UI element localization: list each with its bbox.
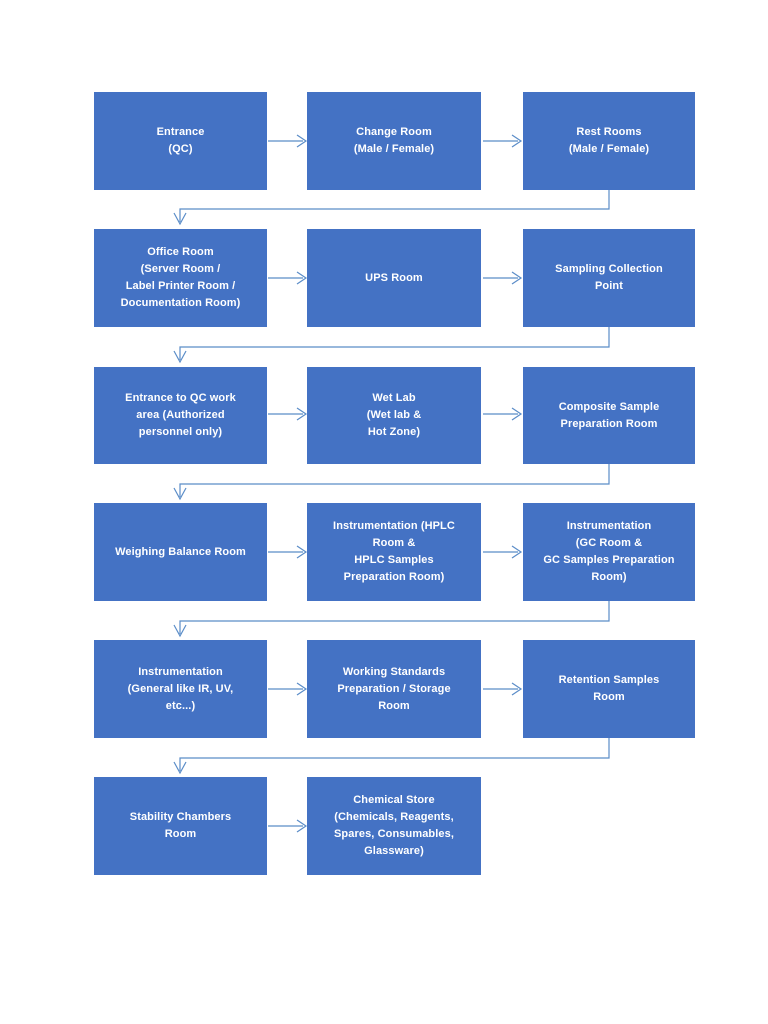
node-line: Entrance to QC work — [125, 392, 236, 404]
arrow-qc-work-area-to-wet-lab — [268, 407, 308, 421]
node-line: Working Standards — [342, 665, 446, 678]
node-line: Wet Lab — [372, 392, 416, 404]
node-line: (QC) — [168, 143, 193, 155]
node-line: (Server Room / — [140, 263, 221, 275]
node-line: Spares, Consumables, — [334, 828, 454, 840]
node-line: UPS Room — [365, 271, 423, 284]
arrow-office-room-to-ups-room — [268, 271, 308, 285]
node-line: Documentation Room) — [120, 297, 241, 309]
node-line: (General like IR, UV, — [127, 682, 234, 695]
node-line: Preparation / Storage — [337, 682, 451, 695]
node-sampling-collection-point[interactable]: Sampling Collection Point — [523, 229, 695, 327]
node-line: (Wet lab & — [366, 409, 422, 421]
node-weighing-balance-room[interactable]: Weighing Balance Room — [94, 503, 267, 601]
node-line: (Male / Female) — [353, 143, 435, 155]
arrow-general-instrumentation-to-working-standards — [268, 682, 308, 696]
node-line: Instrumentation — [566, 520, 652, 532]
node-line: (Male / Female) — [568, 143, 650, 155]
arrow-entrance-to-change-room — [268, 134, 308, 148]
node-line: Retention Samples — [558, 674, 660, 686]
node-instrumentation-hplc[interactable]: Instrumentation (HPLC Room & HPLC Sample… — [307, 503, 481, 601]
node-line: Room) — [591, 571, 627, 583]
node-line: Composite Sample — [558, 400, 660, 413]
node-line: Sampling Collection — [555, 263, 663, 275]
arrow-working-standards-to-retention-samples — [483, 682, 523, 696]
node-retention-samples-room[interactable]: Retention Samples Room — [523, 640, 695, 738]
node-line: etc...) — [165, 699, 196, 712]
node-instrumentation-general[interactable]: Instrumentation (General like IR, UV, et… — [94, 640, 267, 738]
node-line: (Chemicals, Reagents, — [334, 811, 454, 823]
node-line: HPLC Samples — [354, 554, 434, 566]
node-chemical-store[interactable]: Chemical Store (Chemicals, Reagents, Spa… — [307, 777, 481, 875]
node-line: Rest Rooms — [576, 126, 642, 138]
arrow-ups-room-to-sampling-collection — [483, 271, 523, 285]
node-working-standards-preparation-storage-room[interactable]: Working Standards Preparation / Storage … — [307, 640, 481, 738]
node-stability-chambers-room[interactable]: Stability Chambers Room — [94, 777, 267, 875]
node-entrance-qc-work-area[interactable]: Entrance to QC work area (Authorized per… — [94, 367, 267, 464]
node-line: Room — [593, 691, 625, 703]
node-line: area (Authorized — [136, 409, 225, 421]
arrow-stability-chambers-to-chemical-store — [268, 819, 308, 833]
connector-row4-to-row5 — [173, 601, 610, 638]
node-line: Preparation Room — [560, 417, 658, 430]
node-wet-lab[interactable]: Wet Lab (Wet lab & Hot Zone) — [307, 367, 481, 464]
node-line: Room — [164, 828, 197, 840]
node-line: Room & — [372, 537, 416, 549]
connector-row3-to-row4 — [173, 464, 610, 501]
connector-row5-to-row6 — [173, 738, 610, 775]
node-rest-rooms[interactable]: Rest Rooms (Male / Female) — [523, 92, 695, 190]
connector-row1-to-row2 — [173, 190, 610, 226]
node-line: Instrumentation (HPLC — [333, 520, 455, 532]
node-line: (GC Room & — [575, 537, 643, 549]
node-line: Change Room — [356, 126, 432, 138]
node-line: Label Printer Room / — [125, 280, 236, 292]
arrow-wet-lab-to-composite-sample-prep — [483, 407, 523, 421]
arrow-change-room-to-rest-rooms — [483, 134, 523, 148]
node-ups-room[interactable]: UPS Room — [307, 229, 481, 327]
node-composite-sample-preparation-room[interactable]: Composite Sample Preparation Room — [523, 367, 695, 464]
node-line: Office Room — [147, 246, 214, 258]
node-line: Point — [595, 280, 623, 292]
node-line: Glassware) — [364, 845, 424, 857]
node-line: personnel only) — [138, 426, 223, 438]
node-line: Weighing Balance Room — [115, 545, 246, 558]
connector-row2-to-row3 — [173, 327, 610, 364]
node-line: Room — [378, 699, 410, 712]
node-entrance-qc[interactable]: Entrance (QC) — [94, 92, 267, 190]
node-line: Entrance — [156, 126, 205, 138]
node-instrumentation-gc[interactable]: Instrumentation (GC Room & GC Samples Pr… — [523, 503, 695, 601]
node-line: Instrumentation — [138, 665, 223, 678]
node-line: Preparation Room) — [343, 571, 445, 583]
node-office-room[interactable]: Office Room (Server Room / Label Printer… — [94, 229, 267, 327]
node-line: Chemical Store — [353, 794, 435, 806]
node-line: Hot Zone) — [367, 426, 421, 438]
node-line: GC Samples Preparation — [543, 554, 675, 566]
arrow-weighing-balance-to-hplc — [268, 545, 308, 559]
arrow-hplc-to-gc — [483, 545, 523, 559]
node-line: Stability Chambers — [129, 811, 232, 823]
node-change-room[interactable]: Change Room (Male / Female) — [307, 92, 481, 190]
